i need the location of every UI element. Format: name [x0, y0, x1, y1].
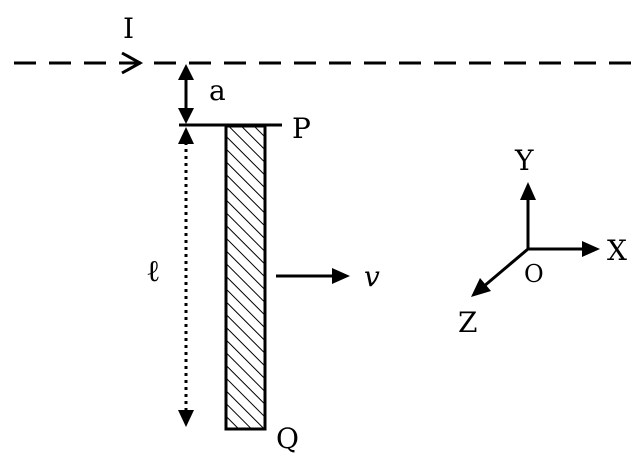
velocity-arrow: [276, 268, 350, 284]
current-direction-arrow: [121, 51, 144, 75]
axis-z-arrow: [471, 247, 529, 297]
velocity-label: v: [364, 260, 380, 293]
gap-dimension-arrow: [178, 64, 194, 124]
length-dimension-arrow: [178, 127, 194, 427]
axis-x-arrow: [528, 241, 600, 257]
bottom-end-label: Q: [276, 422, 299, 455]
origin-label: O: [524, 260, 544, 288]
top-end-label: P: [292, 112, 311, 145]
gap-label: a: [209, 74, 226, 107]
axis-y-label: Y: [514, 144, 534, 177]
conducting-rod: [224, 124, 267, 431]
axis-y-arrow: [520, 182, 536, 249]
current-label: I: [123, 12, 134, 45]
axis-x-label: X: [607, 234, 627, 267]
axis-z-label: Z: [458, 306, 477, 339]
length-label: ℓ: [146, 254, 160, 289]
